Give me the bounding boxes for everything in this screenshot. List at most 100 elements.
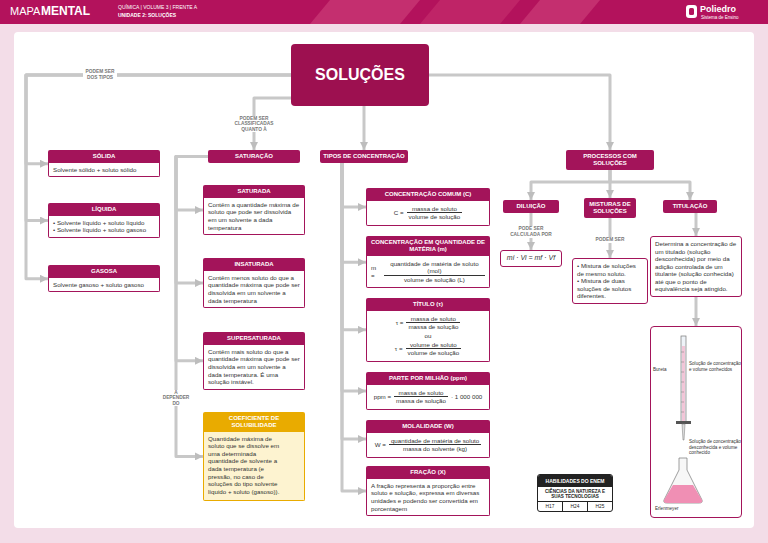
term-text: W = bbox=[375, 441, 386, 449]
num-text: quantidade de matéria de soluto (mol) bbox=[384, 260, 485, 276]
header-band bbox=[0, 0, 768, 24]
head-text: GASOSA bbox=[48, 265, 160, 278]
connector bbox=[429, 75, 610, 150]
concept-card: SATURADAContêm a quantidade máxima de so… bbox=[203, 185, 305, 235]
illus-label-text: Solução de concentração desconhecida e v… bbox=[689, 439, 741, 456]
header-subtitle: QUÍMICA | VOLUME 3 | FRENTE A bbox=[118, 4, 197, 10]
num-text: quantidade de matéria de soluto bbox=[389, 437, 481, 446]
header-stripe bbox=[420, 0, 520, 24]
card-body: Quantidade máxima de soluto que se disso… bbox=[203, 432, 305, 501]
fraction: quantidade de matéria de soluto (mol)vol… bbox=[384, 260, 485, 284]
connector bbox=[610, 170, 690, 200]
body-line-text: Determina a concentração de um titulado … bbox=[655, 240, 737, 293]
head-text: CONCENTRAÇÃO COMUM (C) bbox=[366, 188, 490, 201]
burette-tick bbox=[681, 402, 684, 403]
connector bbox=[342, 163, 366, 439]
text-box: Determina a concentração de um titulado … bbox=[650, 236, 742, 297]
header-title: MAPA bbox=[10, 5, 40, 17]
formula-row: τ =volume de solutovolume de solução bbox=[371, 341, 485, 357]
tr-text: CIÊNCIAS DA NATUREZA E SUAS TECNOLOGIAS bbox=[538, 487, 612, 502]
formula-body: m =quantidade de matéria de soluto (mol)… bbox=[366, 256, 490, 289]
heading-bar: TITULAÇÃO bbox=[663, 200, 717, 213]
formula-card: PARTE POR MILHÃO (ppm) ppm =massa de solu… bbox=[366, 372, 490, 410]
formula-card: CONCENTRAÇÃO COMUM (C) C =massa de soluto… bbox=[366, 188, 490, 226]
formula-body: τ =massa de solutomassa de soluçãoouτ =v… bbox=[366, 311, 490, 362]
den-text: volume de solução (L) bbox=[384, 276, 485, 284]
formula-card: CONCENTRAÇÃO EM QUANTIDADE DE MATÉRIA (m… bbox=[366, 236, 490, 288]
burette-tick bbox=[681, 372, 684, 373]
formula-body: C =massa de solutovolume de solução bbox=[366, 201, 490, 226]
head-text: PARTE POR MILHÃO (ppm) bbox=[366, 372, 490, 385]
formula-card: TÍTULO (τ)τ =massa de solutomassa de sol… bbox=[366, 298, 490, 362]
term-text: · 1 000 000 bbox=[451, 393, 482, 401]
title-box: SOLUÇÕES bbox=[291, 44, 429, 106]
title-text: SOLUÇÕES bbox=[315, 66, 405, 84]
body-line-text: Contêm a quantidade máxima de soluto que… bbox=[208, 201, 300, 231]
num-text: volume de soluto bbox=[406, 341, 462, 350]
head-text: TÍTULO (τ) bbox=[366, 298, 490, 311]
card-body: Contêm menos soluto do que a quantidade … bbox=[203, 271, 305, 308]
formula-row: τ =massa de solutomassa de solução bbox=[371, 315, 485, 331]
edge-label: PODEM SER CLASSIFICADAS QUANTO À bbox=[229, 116, 279, 133]
connector bbox=[26, 75, 291, 279]
card-body: Solvente sólido + soluto sólido bbox=[48, 163, 160, 178]
body-line-text: mi · Vi = mf · Vf bbox=[505, 254, 557, 263]
num-text: massa de soluto bbox=[407, 205, 463, 214]
term-text: m = bbox=[371, 264, 381, 279]
header-stripe bbox=[310, 0, 420, 24]
cell-text: H24 bbox=[563, 502, 588, 511]
head-text: PROCESSOS COM SOLUÇÕES bbox=[566, 150, 654, 170]
cell-text: H25 bbox=[588, 502, 612, 511]
num-text: massa de soluto bbox=[394, 389, 448, 398]
burette bbox=[676, 336, 691, 440]
card-body: • Solvente líquido + soluto líquido• Sol… bbox=[48, 216, 160, 238]
burette-tick bbox=[681, 382, 684, 383]
concept-card: GASOSA Solvente gasoso + soluto gasoso bbox=[48, 265, 160, 292]
logo-mark bbox=[686, 5, 697, 18]
num-text: massa de soluto bbox=[406, 315, 460, 324]
body-line-text: Solvente gasoso + soluto gasoso bbox=[53, 281, 155, 289]
edge-label: PODE SER CALCULADA POR bbox=[509, 226, 553, 237]
burette-tick bbox=[681, 352, 684, 353]
head-text: MOLALIDADE (W) bbox=[366, 420, 490, 433]
burette-tick bbox=[681, 412, 684, 413]
text-box: mi · Vi = mf · Vf bbox=[500, 250, 562, 267]
card-body: Contêm a quantidade máxima de soluto que… bbox=[203, 198, 305, 235]
concept-card: COEFICIENTE DE SOLUBILIDADEQuantidade má… bbox=[203, 412, 305, 501]
formula-body: ppm =massa de solutomassa de solução· 1 … bbox=[366, 385, 490, 410]
concept-card: SUPERSATURADAContêm mais soluto do que a… bbox=[203, 332, 305, 390]
illus-label-text: Bureta bbox=[653, 367, 677, 373]
head-text: FRAÇÃO (X) bbox=[366, 466, 490, 479]
den-text: massa de solução bbox=[394, 397, 448, 405]
head-text: TITULAÇÃO bbox=[663, 200, 717, 213]
formula-row: ou bbox=[371, 332, 485, 340]
term-text: ou bbox=[425, 332, 432, 340]
connector bbox=[342, 163, 366, 330]
head-text: SÓLIDA bbox=[48, 150, 160, 163]
heading-bar: SATURAÇÃO bbox=[208, 150, 300, 163]
formula-row: m =quantidade de matéria de soluto (mol)… bbox=[371, 260, 485, 284]
formula-row: C =massa de solutovolume de solução bbox=[371, 205, 485, 221]
edge-label: A DEPENDER DO bbox=[161, 390, 191, 407]
head-text: SUPERSATURADA bbox=[203, 332, 305, 345]
heading-bar: DILUIÇÃO bbox=[503, 200, 559, 213]
body-line-text: • Solvente líquido + soluto gasoso bbox=[53, 226, 155, 234]
formula-row: ppm =massa de solutomassa de solução· 1 … bbox=[371, 389, 485, 405]
stopcock bbox=[676, 421, 691, 424]
den-text: volume de solução bbox=[406, 349, 462, 357]
connector bbox=[342, 163, 366, 207]
th-text: HABILIDADES DO ENEM bbox=[538, 475, 612, 487]
flask-liquid bbox=[664, 485, 702, 503]
connector bbox=[342, 163, 366, 491]
card-body: Contêm mais soluto do que a quantidade m… bbox=[203, 345, 305, 390]
heading-bar: PROCESSOS COM SOLUÇÕES bbox=[566, 150, 654, 170]
term-text: ppm = bbox=[374, 393, 391, 401]
head-text: MISTURAS DE SOLUÇÕES bbox=[584, 198, 636, 218]
card-body: A fração representa a proporção entre so… bbox=[366, 479, 490, 516]
fraction: volume de solutovolume de solução bbox=[406, 341, 462, 357]
edge-label: PODEM SER bbox=[592, 237, 628, 243]
fraction: massa de solutomassa de solução bbox=[394, 389, 448, 405]
head-text: SATURAÇÃO bbox=[208, 150, 300, 163]
